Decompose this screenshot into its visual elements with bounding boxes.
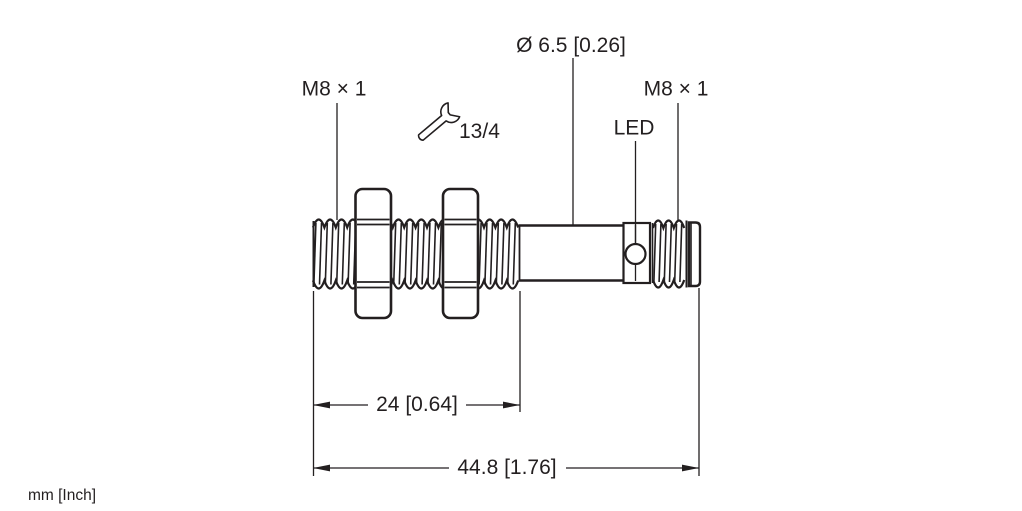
thread-size-label-left: M8 × 1 bbox=[302, 78, 367, 101]
sensor-barrel bbox=[518, 224, 624, 282]
connector-end-cap bbox=[685, 220, 702, 288]
dimension-thread-length: 24 [0.64] bbox=[312, 291, 521, 476]
thread-size-label-right: M8 × 1 bbox=[644, 78, 709, 101]
diameter-label: Ø 6.5 [0.26] bbox=[516, 34, 626, 57]
wrench-callout: 13/4 bbox=[417, 102, 500, 143]
hex-nut-right bbox=[441, 187, 480, 320]
dim-arrow-left bbox=[313, 401, 330, 409]
hex-nut-left bbox=[354, 187, 393, 320]
dim-arrow-right bbox=[503, 401, 520, 409]
led-label: LED bbox=[614, 117, 655, 140]
dimension-overall-length: 44.8 [1.76] bbox=[313, 288, 700, 479]
wrench-icon bbox=[417, 102, 461, 141]
overall-length-value: 44.8 [1.76] bbox=[457, 456, 556, 479]
dim-arrow-right bbox=[682, 464, 699, 472]
thread-section-left bbox=[311, 218, 520, 290]
thread-length-value: 24 [0.64] bbox=[376, 393, 458, 416]
led-window bbox=[622, 221, 652, 285]
wrench-size-value: 13/4 bbox=[459, 120, 500, 143]
led-indicator-circle bbox=[624, 242, 647, 266]
units-note: mm [Inch] bbox=[28, 487, 96, 504]
thread-section-connector bbox=[651, 219, 686, 289]
dim-arrow-left bbox=[313, 464, 330, 472]
